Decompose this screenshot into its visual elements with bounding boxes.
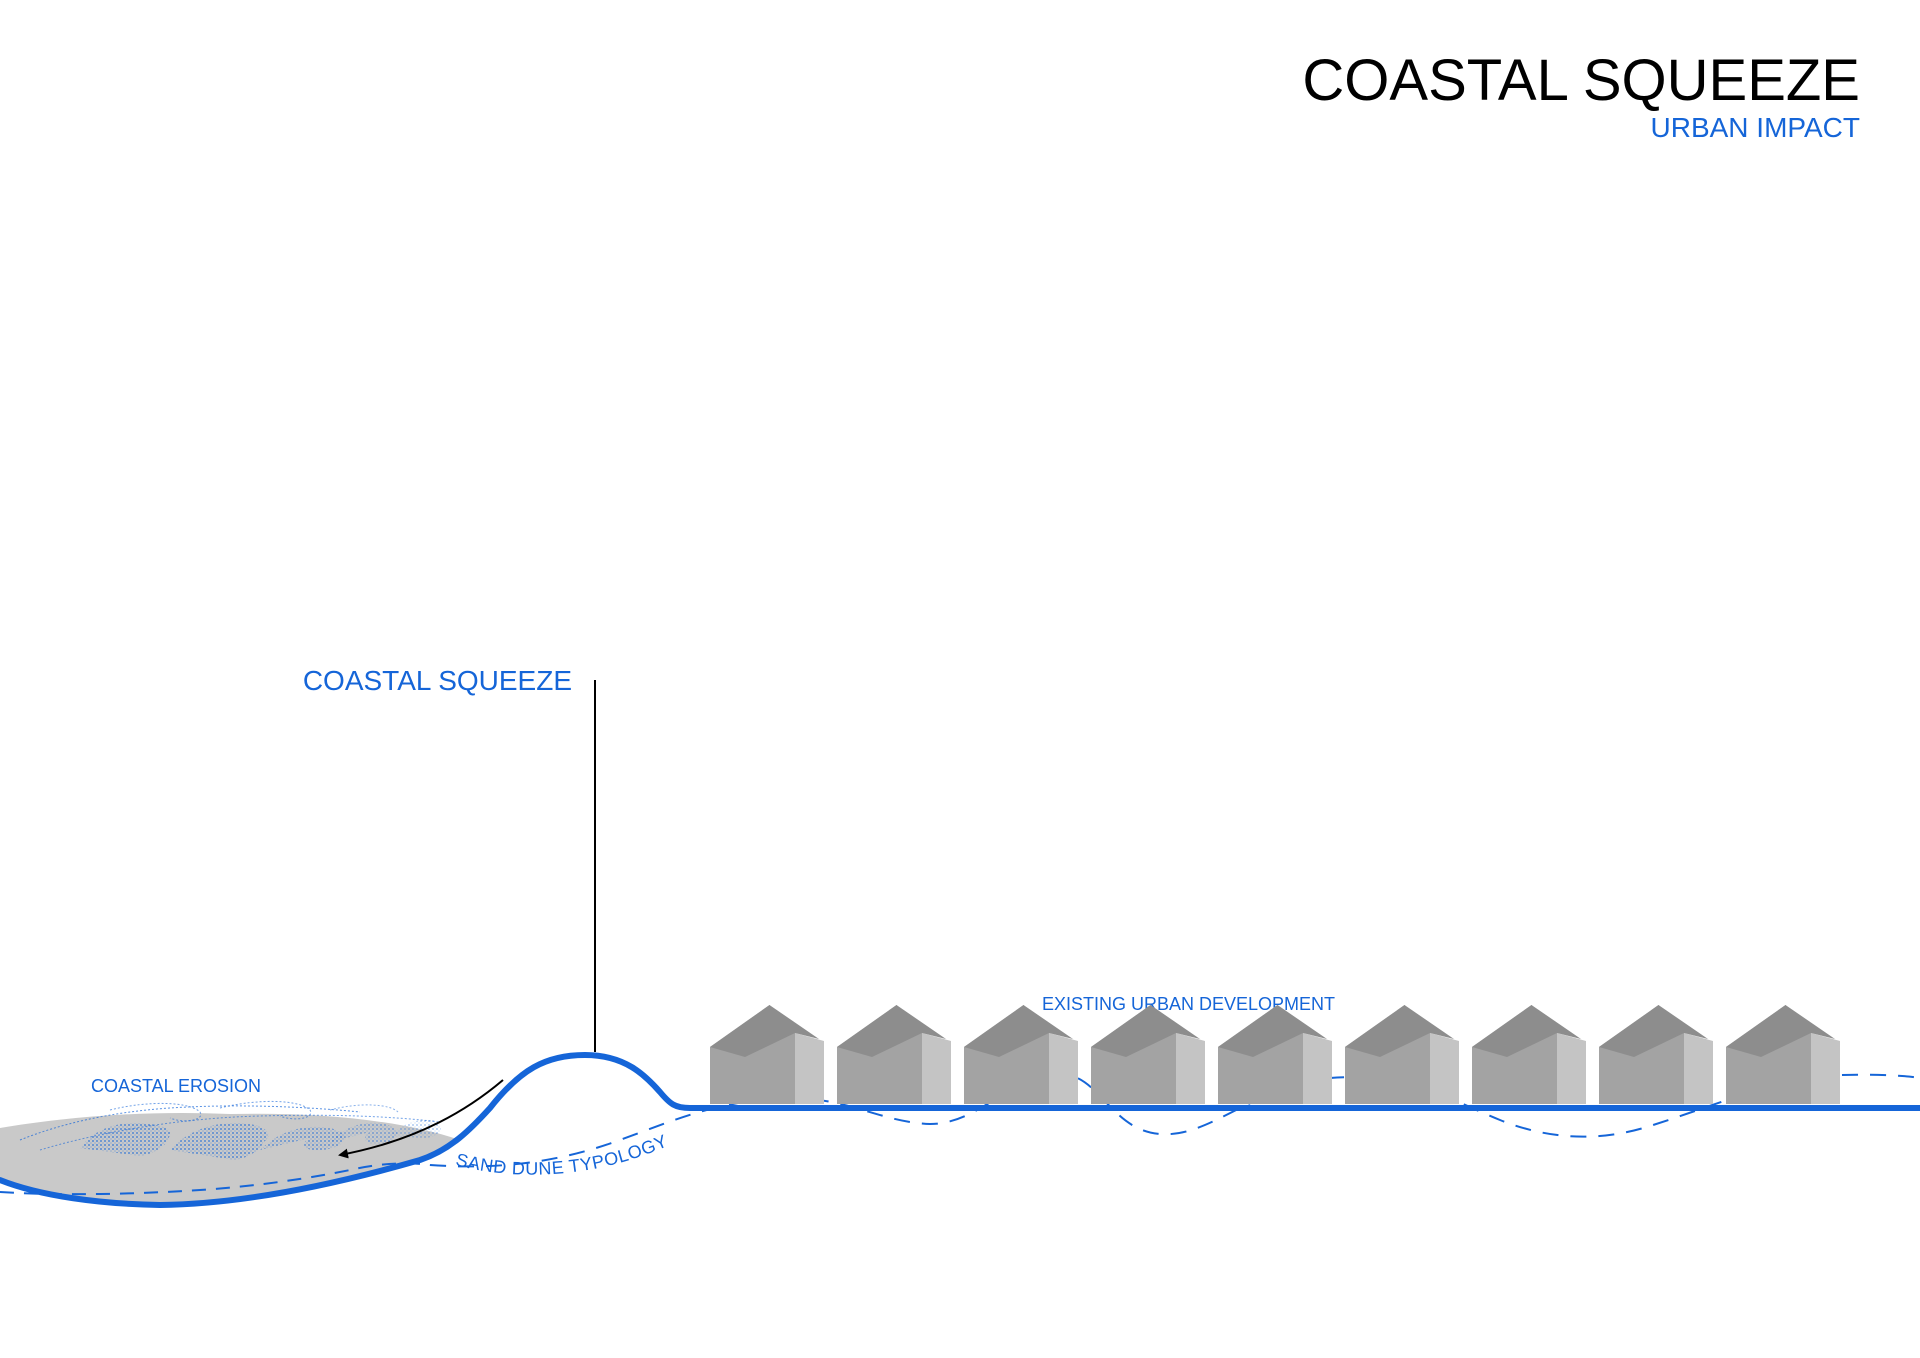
- house: [1345, 1005, 1459, 1104]
- house-side: [922, 1033, 951, 1104]
- house-side: [795, 1033, 824, 1104]
- house-roof: [1218, 1005, 1327, 1057]
- house: [1599, 1005, 1713, 1104]
- house-side: [1430, 1033, 1459, 1104]
- house: [710, 1005, 824, 1104]
- sand-dune-typology-label: SAND DUNE TYPOLOGY: [454, 1131, 670, 1179]
- urban-development-label: EXISTING URBAN DEVELOPMENT: [1042, 994, 1335, 1014]
- erosion-arrow-icon: [338, 1079, 504, 1159]
- house: [1472, 1005, 1586, 1104]
- house-roof: [964, 1005, 1073, 1057]
- house-side: [1684, 1033, 1713, 1104]
- house-roof: [1472, 1005, 1581, 1057]
- coastal-squeeze-label: COASTAL SQUEEZE: [303, 665, 572, 696]
- house: [837, 1005, 951, 1104]
- original-profile-dashed: [0, 1162, 431, 1196]
- house-roof: [1345, 1005, 1454, 1057]
- house: [1726, 1005, 1840, 1104]
- house-roof: [837, 1005, 946, 1057]
- page-subtitle: URBAN IMPACT: [1651, 112, 1861, 143]
- coastal-erosion-label: COASTAL EROSION: [91, 1076, 261, 1096]
- page-title: COASTAL SQUEEZE: [1302, 48, 1860, 113]
- house-side: [1176, 1033, 1205, 1104]
- house-side: [1303, 1033, 1332, 1104]
- house-roof: [1091, 1005, 1200, 1057]
- house-roof: [710, 1005, 819, 1057]
- urban-houses: [710, 1005, 1840, 1104]
- house: [1091, 1005, 1205, 1104]
- house: [964, 1005, 1078, 1104]
- house-side: [1811, 1033, 1840, 1104]
- house-side: [1049, 1033, 1078, 1104]
- house-roof: [1599, 1005, 1708, 1057]
- house-side: [1557, 1033, 1586, 1104]
- house-roof: [1726, 1005, 1835, 1057]
- wave-hatching-icon: [19, 1101, 441, 1160]
- coastline-profile: [0, 1052, 1920, 1208]
- house: [1218, 1005, 1332, 1104]
